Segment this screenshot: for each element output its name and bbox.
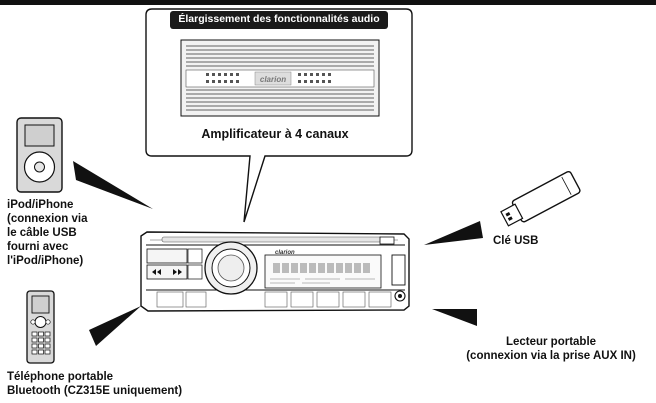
bluetooth-phone-label-line: Téléphone portable: [7, 371, 114, 383]
ipod-label-line: le câble USB: [7, 227, 77, 239]
head-unit-illustration: clarion: [140, 231, 410, 312]
usb-stick-illustration: [500, 170, 581, 227]
amplifier-caption: Amplificateur à 4 canaux: [201, 127, 349, 141]
amplifier-illustration: clarion: [180, 39, 380, 117]
arrow-ipod: [73, 161, 153, 209]
usb-label-text: Clé USB: [493, 235, 539, 247]
bluetooth-phone-illustration: [26, 290, 55, 364]
ipod-label-line: (connexion via: [7, 213, 88, 225]
ipod-label: iPod/iPhone (connexion via le câble USB …: [7, 198, 88, 268]
arrow-aux: [432, 309, 477, 326]
banner-title: Élargissement des fonctionnalités audio: [178, 13, 380, 25]
amplifier-brand: clarion: [260, 75, 286, 84]
ipod-label-line: iPod/iPhone: [7, 199, 74, 211]
portable-player-label-line: (connexion via la prise AUX IN): [466, 350, 636, 362]
usb-label: Clé USB: [493, 234, 538, 248]
connection-arrows: [73, 161, 483, 346]
banner-title-box: [170, 11, 388, 29]
bluetooth-phone-label: Téléphone portable Bluetooth (CZ315E uni…: [7, 370, 182, 398]
bluetooth-phone-label-line: Bluetooth (CZ315E uniquement): [7, 385, 183, 397]
arrow-usb: [424, 221, 483, 245]
arrow-bluetooth: [89, 306, 141, 346]
top-rule: [0, 0, 656, 5]
head-unit-brand: clarion: [275, 250, 295, 256]
portable-player-label-line: Lecteur portable: [505, 336, 597, 348]
ipod-label-line: fourni avec: [7, 241, 69, 253]
portable-player-label: Lecteur portable (connexion via la prise…: [448, 335, 654, 363]
ipod-illustration: [16, 117, 63, 193]
ipod-label-line: l'iPod/iPhone): [7, 255, 84, 267]
